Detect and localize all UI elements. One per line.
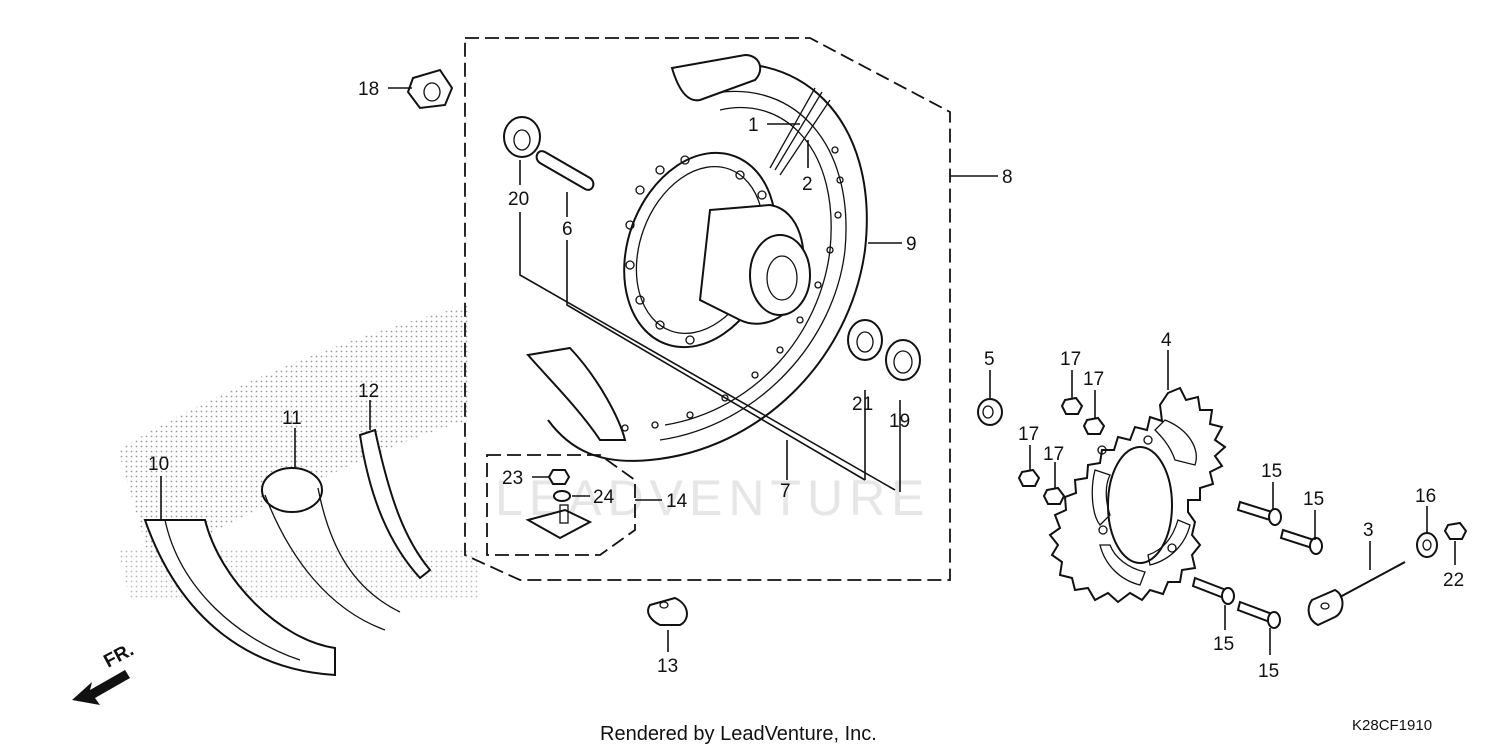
callout-15-c: 15 — [1213, 634, 1234, 655]
front-label: FR. — [100, 640, 137, 673]
sprocket-nut-17a — [1060, 396, 1084, 415]
sprocket-nut-17b — [1082, 416, 1106, 435]
callout-1: 1 — [748, 115, 759, 136]
callout-15-d: 15 — [1258, 661, 1279, 682]
tube-11 — [261, 467, 401, 631]
diagram-code: K28CF1910 — [1352, 717, 1432, 734]
callout-17-b: 17 — [1083, 369, 1104, 390]
callout-17-c: 17 — [1018, 424, 1039, 445]
wheel-assembly-box — [464, 37, 951, 581]
rim-band-bolt — [525, 504, 593, 540]
distance-collar-6 — [535, 150, 595, 191]
callout-5: 5 — [984, 349, 995, 370]
sprocket-nut-17d — [1042, 486, 1066, 505]
sprocket-bolt-15d — [1236, 600, 1281, 629]
callout-18: 18 — [358, 79, 379, 100]
washer-16 — [1416, 532, 1438, 558]
axle-nut-18 — [406, 68, 454, 110]
callout-12: 12 — [358, 381, 379, 402]
callout-numbers: 18 1 2 8 9 20 6 21 19 7 14 23 24 13 10 1… — [148, 79, 1464, 682]
callout-11: 11 — [282, 408, 302, 429]
callout-17-d: 17 — [1043, 444, 1064, 465]
callout-2: 2 — [802, 174, 813, 195]
callout-8: 8 — [1002, 167, 1013, 188]
valve-nut-23 — [547, 469, 571, 485]
callout-13: 13 — [657, 656, 678, 677]
spokes — [769, 87, 831, 176]
callout-7: 7 — [780, 481, 791, 502]
valve-parts-box — [486, 454, 636, 556]
callout-23: 23 — [502, 468, 523, 489]
callout-4: 4 — [1161, 330, 1172, 351]
callout-20: 20 — [508, 189, 529, 210]
sprocket-bolt-15b — [1279, 528, 1323, 555]
sprocket-4 — [1048, 386, 1227, 604]
bearing-20 — [503, 116, 541, 158]
bearing-21 — [847, 319, 883, 361]
leader-lines — [160, 87, 1456, 655]
callout-10: 10 — [148, 454, 169, 475]
callout-19: 19 — [889, 411, 910, 432]
callout-14: 14 — [666, 491, 688, 512]
rim-band-12 — [358, 428, 432, 580]
washer-24 — [553, 490, 571, 502]
callout-3: 3 — [1363, 520, 1374, 541]
rendered-by-footer: Rendered by LeadVenture, Inc. — [600, 723, 877, 745]
dust-seal-19 — [885, 339, 921, 381]
callout-16: 16 — [1415, 486, 1436, 507]
callout-21: 21 — [852, 394, 873, 415]
chain-adjuster-3 — [1307, 561, 1406, 627]
callout-15-a: 15 — [1261, 461, 1282, 482]
tire-10 — [143, 519, 336, 677]
callout-15-b: 15 — [1303, 489, 1324, 510]
collar-5 — [977, 398, 1003, 426]
callout-22: 22 — [1443, 570, 1464, 591]
rim-lock-13 — [647, 596, 688, 626]
callout-17-a: 17 — [1060, 349, 1081, 370]
callout-6: 6 — [562, 219, 573, 240]
front-direction-arrow: FR. — [72, 640, 137, 705]
callout-24: 24 — [593, 487, 615, 508]
sprocket-bolt-15c — [1191, 576, 1235, 605]
wheel-hub — [623, 151, 811, 349]
sprocket-nut-17c — [1017, 468, 1041, 487]
adjuster-nut-22 — [1443, 521, 1468, 540]
sprocket-bolt-15a — [1236, 500, 1282, 526]
callout-9: 9 — [906, 234, 917, 255]
